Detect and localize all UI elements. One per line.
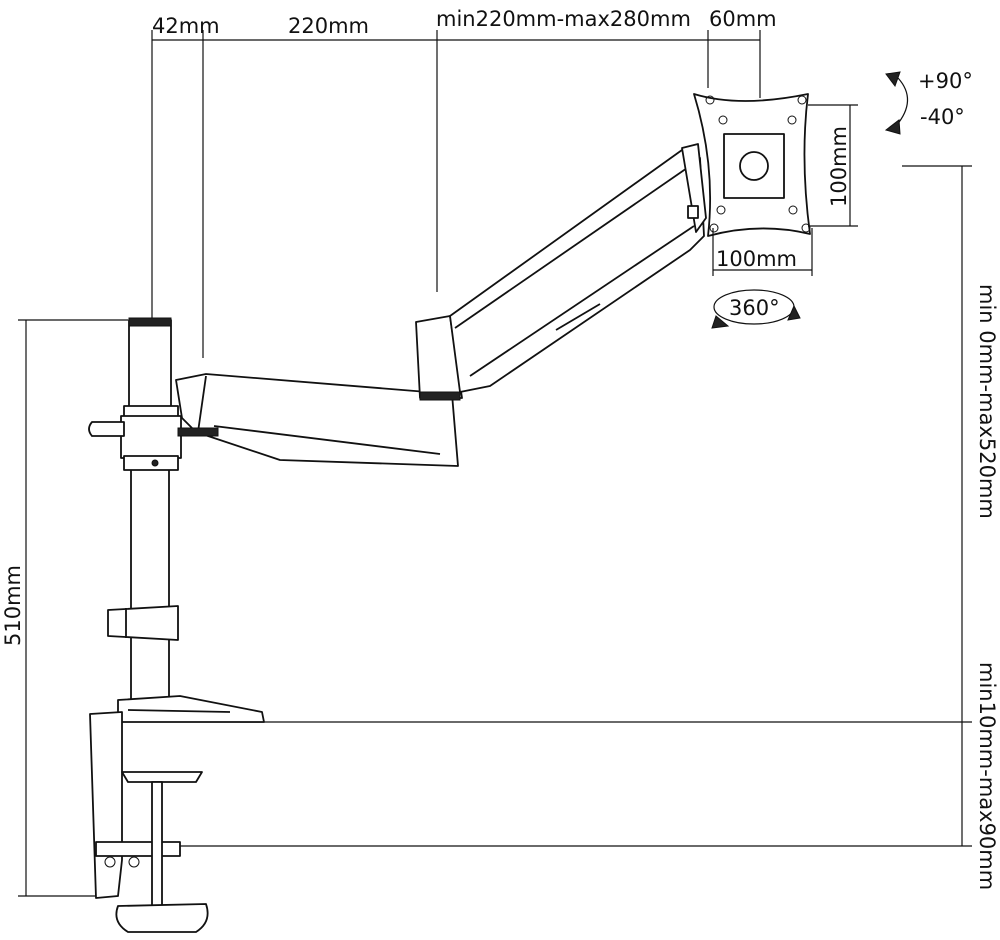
rotation-label: 360°	[729, 296, 780, 320]
vesa-width-label: 100mm	[716, 247, 797, 271]
tilt-arrow-icon	[884, 71, 909, 135]
vesa-height-label: 100mm	[827, 126, 851, 207]
pole	[88, 317, 182, 701]
top-dimension-lines	[151, 30, 761, 358]
rotation-icon	[711, 289, 801, 329]
tilt-head	[681, 143, 707, 233]
upper-arm	[449, 149, 705, 393]
pole-height-label: 510mm	[1, 565, 25, 646]
lower-arm	[175, 373, 459, 467]
elbow-joint	[415, 315, 463, 401]
arm-extension-label: min220mm-max280mm	[436, 7, 691, 31]
desk-clamp	[89, 695, 265, 933]
arm-length-label: 220mm	[288, 14, 369, 38]
pole-offset-label: 42mm	[152, 14, 220, 38]
cable-clip	[107, 605, 179, 641]
vesa-dimension-lines	[712, 104, 858, 276]
desk-thickness-label: min10mm-max90mm	[975, 662, 999, 890]
vesa-plate	[693, 93, 811, 237]
tilt-up-label: +90°	[918, 69, 973, 93]
pole-height-dimension	[18, 319, 128, 897]
right-dimension-lines	[180, 165, 972, 847]
height-adjust-label: min 0mm-max520mm	[975, 284, 999, 519]
head-offset-label: 60mm	[709, 7, 777, 31]
tilt-down-label: -40°	[920, 105, 965, 129]
